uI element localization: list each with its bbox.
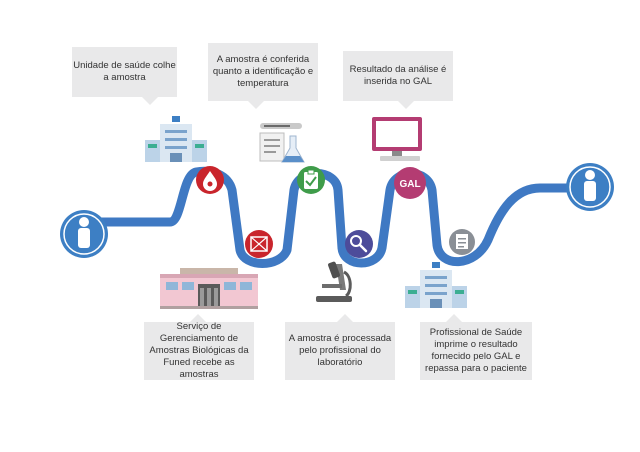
clinic-building-2-icon — [405, 262, 467, 308]
callout-print-result: Profissional de Saúde imprime o resultad… — [420, 314, 532, 380]
callout-print-result-text: Profissional de Saúde imprime o resultad… — [425, 327, 527, 374]
callout-collect-sample: Unidade de saúde colhe a amostra — [72, 47, 177, 105]
callout-collect-sample-text: Unidade de saúde colhe a amostra — [73, 60, 176, 83]
clinic-building-icon — [145, 116, 207, 162]
callout-funed-receive-text: Serviço de Gerenciamento de Amostras Bio… — [149, 321, 249, 380]
document-icon — [449, 229, 475, 255]
microscope-icon — [316, 261, 352, 302]
funed-building-icon — [160, 268, 258, 309]
monitor-icon — [372, 117, 422, 161]
flow-path — [95, 166, 585, 268]
callout-funed-receive: Serviço de Gerenciamento de Amostras Bio… — [144, 314, 254, 380]
person-start-icon — [60, 210, 108, 258]
lab-documents-icon — [259, 123, 305, 163]
blood-drop-icon — [196, 166, 224, 194]
callout-result-gal: Resultado da análise é inserida no GAL — [343, 51, 453, 109]
callout-check-sample-text: A amostra é conferida quanto a identific… — [212, 54, 314, 89]
person-end-icon — [566, 163, 614, 211]
biohazard-box-icon — [245, 230, 273, 258]
gal-badge-icon: GAL — [394, 167, 426, 199]
gal-badge-label: GAL — [399, 179, 420, 190]
callout-lab-process: A amostra é processada pelo profissional… — [285, 314, 395, 380]
callout-check-sample: A amostra é conferida quanto a identific… — [208, 43, 318, 109]
magnifier-icon — [345, 230, 373, 258]
clipboard-check-icon — [297, 166, 325, 194]
callout-result-gal-text: Resultado da análise é inserida no GAL — [349, 64, 447, 87]
callout-lab-process-text: A amostra é processada pelo profissional… — [288, 333, 392, 368]
